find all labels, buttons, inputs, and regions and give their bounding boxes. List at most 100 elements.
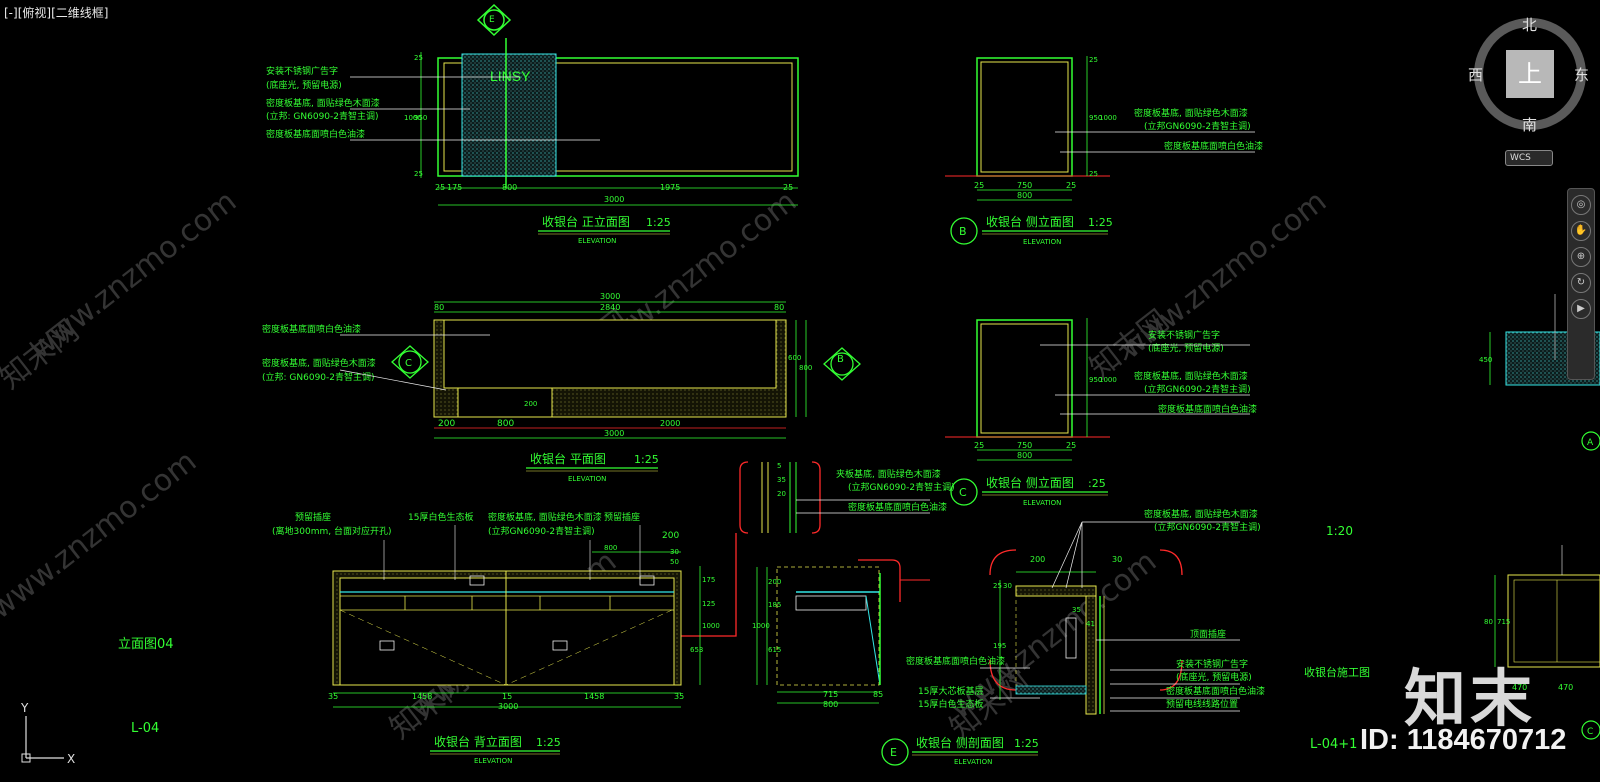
side-b-note: (立邦GN6090-2青智主调) — [1144, 120, 1251, 132]
plan-marker-c: C — [405, 358, 412, 369]
side-b-vdim: 950 — [1089, 114, 1102, 122]
section-e-note: (底座光, 预留电源) — [1176, 671, 1252, 683]
side-c-vdim: 1000 — [1099, 376, 1117, 384]
side-c-dim-total: 800 — [1017, 451, 1032, 460]
back-note: 密度板基底, 面贴绿色木面漆 — [488, 511, 602, 523]
pan-icon[interactable]: ✋ — [1571, 221, 1591, 241]
watermark-id: ID: 1184670712 — [1360, 724, 1567, 756]
side-c-dim: 25 — [1066, 441, 1076, 450]
section-e-note: 密度板基底面喷白色油漆 — [906, 655, 1005, 667]
plan-dim: 2000 — [660, 419, 680, 428]
side-c-subtitle: ELEVATION — [1023, 499, 1061, 507]
side-b-dim: 25 — [974, 181, 984, 190]
back-note: 15厚白色生态板 — [408, 511, 473, 523]
right-scale-label: 1:20 — [1326, 524, 1353, 538]
back-dim: 15 — [502, 692, 512, 701]
side-b-dim: 25 — [1066, 181, 1076, 190]
side-b-vdim: 25 — [1089, 170, 1098, 178]
watermark-text: www.znzmo.com — [0, 444, 203, 626]
section-mid[interactable]: 200 185 1000 615 715 85 800 — [752, 559, 930, 709]
section-mid-vdim: 200 — [768, 578, 781, 586]
section-e[interactable]: 200 30 25 30 195 41 35 密度板基底, 面贴绿色木面漆 (立… — [881, 508, 1265, 766]
side-c-marker: C — [959, 486, 967, 499]
section-e-marker: E — [890, 746, 897, 759]
orbit-icon[interactable]: ↻ — [1571, 273, 1591, 293]
wcs-menu[interactable]: WCS — [1505, 150, 1553, 166]
section-e-dim: 200 — [1030, 555, 1045, 564]
plan-dim: 3000 — [604, 429, 624, 438]
viewcube[interactable]: 上 北 南 西 东 — [1468, 16, 1594, 138]
front-elevation[interactable]: LINSY E 25 175 800 1975 25 3000 25 1000 … — [266, 3, 799, 245]
section-e-vdim: 195 — [993, 642, 1006, 650]
front-note: (立邦: GN6090-2青智主调) — [266, 110, 379, 122]
side-c-title: 收银台 侧立面图 — [986, 475, 1074, 490]
side-elevation-c[interactable]: 25 750 25 800 950 1000 安装不锈钢广告字 (底座光, 预留… — [945, 318, 1257, 507]
view-menu[interactable]: [俯视] — [17, 6, 52, 20]
sheet-number-right: L-04+1 — [1310, 737, 1357, 752]
side-b-note: 密度板基底面喷白色油漆 — [1164, 140, 1263, 152]
plan-marker-b: B — [837, 354, 844, 365]
front-note: (底座光, 预留电源) — [266, 79, 342, 91]
viewcube-compass-ring[interactable] — [1474, 18, 1586, 130]
back-note: (立邦GN6090-2青智主调) — [488, 525, 595, 537]
zoom-icon[interactable]: ⊕ — [1571, 247, 1591, 267]
back-note: 预留插座 — [295, 511, 331, 523]
section-e-vdim: 30 — [1003, 582, 1012, 590]
back-elevation[interactable]: 35 1458 15 1458 35 3000 200 800 30 50 17… — [272, 511, 720, 765]
showmotion-icon[interactable]: ▶ — [1571, 299, 1591, 319]
plan-vdim: 600 — [788, 354, 801, 362]
ucs-x-label: X — [67, 752, 75, 766]
side-b-title: 收银台 侧立面图 — [986, 214, 1074, 229]
side-c-note: (立邦GN6090-2青智主调) — [1144, 383, 1251, 395]
section-mid-vdim: 615 — [768, 646, 781, 654]
section-mid-vdim: 1000 — [752, 622, 770, 630]
side-c-scale: :25 — [1088, 477, 1106, 490]
edge-detail[interactable]: 5 35 20 夹板基底, 面贴绿色木面漆 (立邦GN6090-2青智主调) 密… — [662, 461, 955, 637]
compass-west[interactable]: 西 — [1468, 66, 1484, 84]
side-b-dim: 750 — [1017, 181, 1032, 190]
detail-note: 密度板基底面喷白色油漆 — [848, 501, 947, 513]
section-e-note: (立邦GN6090-2青智主调) — [1154, 521, 1261, 533]
side-c-dim: 750 — [1017, 441, 1032, 450]
back-dim: 1458 — [412, 692, 432, 701]
compass-east[interactable]: 东 — [1574, 66, 1590, 84]
side-b-subtitle: ELEVATION — [1023, 238, 1061, 246]
front-note: 密度板基底, 面贴绿色木面漆 — [266, 97, 380, 109]
side-b-note: 密度板基底, 面贴绿色木面漆 — [1134, 107, 1248, 119]
section-e-dim: 30 — [1112, 555, 1122, 564]
viewport-control-menu[interactable]: [-] — [4, 6, 18, 20]
back-top-dim: 50 — [670, 558, 679, 566]
section-e-note: 15厚白色生态板 — [918, 698, 983, 710]
plan-note: 密度板基底面喷白色油漆 — [262, 323, 361, 335]
plan-view[interactable]: 3000 2840 80 80 200 800 2000 3000 600 80… — [262, 292, 861, 483]
section-mid-dim: 85 — [873, 690, 883, 699]
compass-south[interactable]: 南 — [1522, 116, 1538, 134]
back-dim: 35 — [674, 692, 684, 701]
side-c-vdim: 950 — [1089, 376, 1102, 384]
plan-dim: 80 — [434, 303, 444, 312]
back-top-dim: 800 — [604, 544, 617, 552]
section-mid-dim-total: 800 — [823, 700, 838, 709]
back-note: 预留插座 — [604, 511, 640, 523]
side-b-dim-total: 800 — [1017, 191, 1032, 200]
plan-vdim: 800 — [799, 364, 812, 372]
section-e-scale: 1:25 — [1014, 737, 1039, 750]
side-elevation-b[interactable]: 25 750 25 800 25 1000 950 25 密度板基底, 面贴绿色… — [945, 56, 1263, 246]
front-dim: 25 — [783, 183, 793, 192]
front-vdim: 25 — [414, 170, 423, 178]
back-subtitle: ELEVATION — [474, 757, 512, 765]
back-dim: 1458 — [584, 692, 604, 701]
plan-vdim: 200 — [524, 400, 537, 408]
steering-wheel-icon[interactable]: ◎ — [1571, 195, 1591, 215]
section-e-note: 安装不锈钢广告字 — [1176, 658, 1248, 670]
section-e-vdim: 35 — [1072, 606, 1081, 614]
navigation-bar[interactable]: ◎ ✋ ⊕ ↻ ▶ — [1567, 188, 1595, 380]
plan-note: (立邦: GN6090-2青智主调) — [262, 371, 375, 383]
ucs-y-label: Y — [20, 701, 29, 715]
front-subtitle: ELEVATION — [578, 237, 616, 245]
visual-style-menu[interactable]: [二维线框] — [51, 6, 109, 20]
front-title: 收银台 正立面图 — [542, 214, 630, 229]
compass-north[interactable]: 北 — [1522, 16, 1538, 34]
viewcube-top-face[interactable]: 上 — [1506, 50, 1554, 98]
